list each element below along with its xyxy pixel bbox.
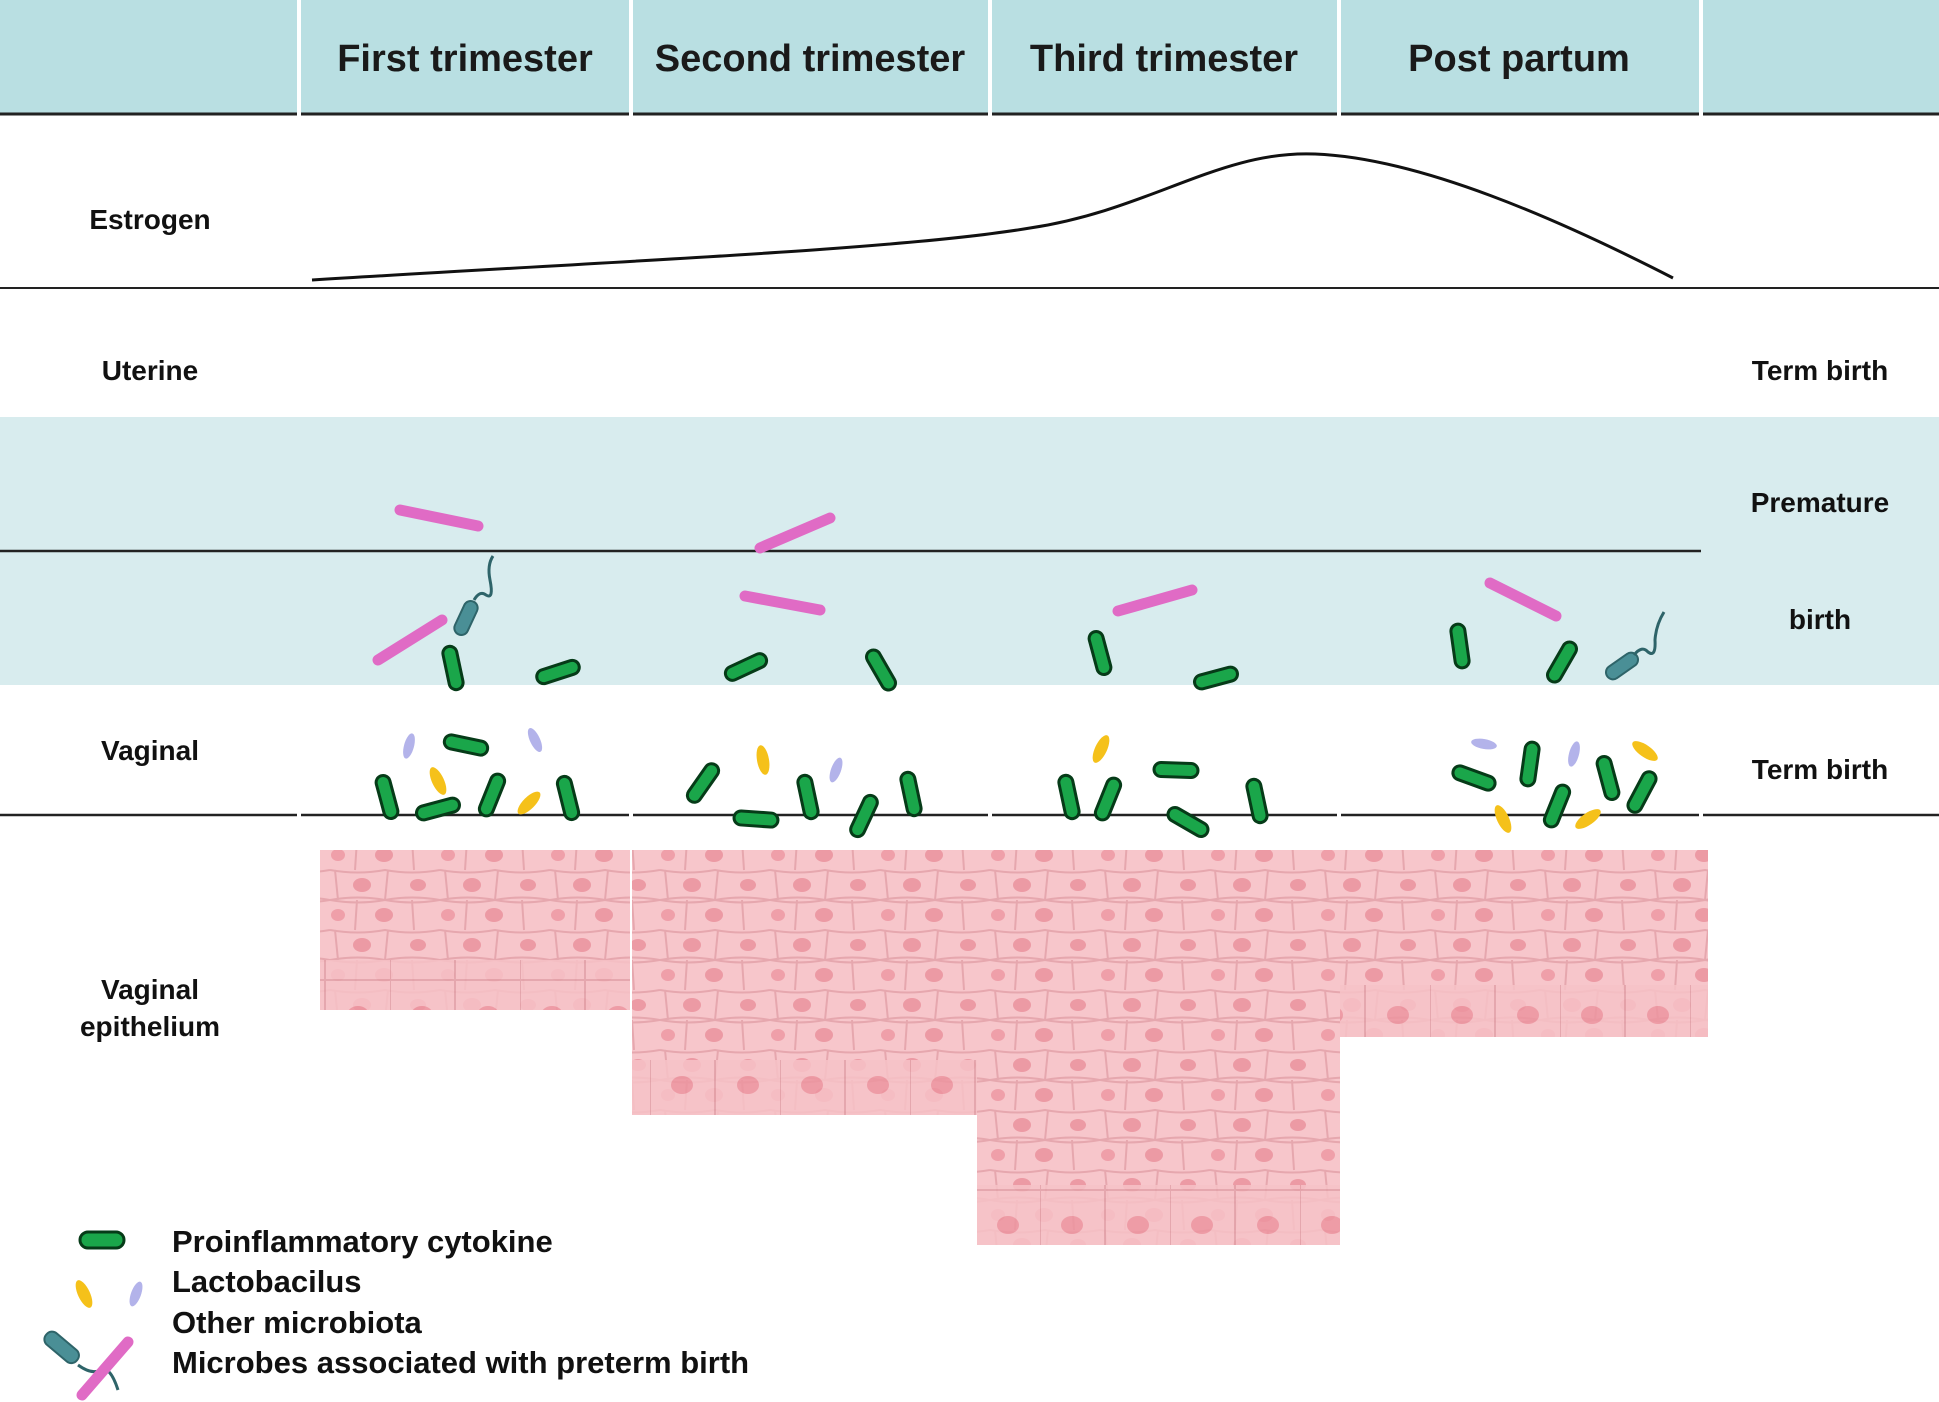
lactobacilus [1092,735,1110,763]
cytokine [555,774,581,822]
other-microbiota-group [403,728,1580,783]
header-second-trimester: Second trimester [655,38,966,80]
cytokine [1166,806,1210,838]
header-band [0,0,1939,116]
cytokine [685,762,721,804]
cytokine [374,774,400,820]
header-first-trimester: First trimester [337,38,593,80]
lactobacilus [1575,809,1601,829]
preterm-rod [1484,577,1562,622]
cytokine [477,772,507,818]
lactobacilus [756,745,770,775]
legend-cytokine-label: Proinflammatory cytokine [172,1224,553,1259]
row-label-vaginal: Vaginal [101,735,199,766]
other-microbiota [403,733,415,759]
outcome-uterine-term-birth: Term birth [1752,355,1888,386]
cytokine [1152,760,1200,780]
legend-preterm-icon [43,1330,134,1401]
cytokine [1093,776,1123,822]
epithelium-basal-second [632,1060,977,1115]
outcome-vaginal-term-birth: Term birth [1752,754,1888,785]
preterm-flagellate [453,555,495,636]
row-label-estrogen: Estrogen [89,204,210,235]
cytokine [1519,740,1541,788]
preterm-rod [739,590,826,616]
header-post-partum: Post partum [1408,38,1630,80]
cytokine [1626,770,1658,814]
outcome-premature-line1: Premature [1751,487,1890,518]
cytokine [1595,755,1621,801]
row-label-epithelium-line2: epithelium [80,1011,220,1042]
outcome-premature-line2: birth [1789,604,1851,635]
preterm-rods [372,504,1562,666]
row-label-epithelium-line1: Vaginal [101,974,199,1005]
lactobacilus [429,767,447,795]
legend-other-microbiota-label: Other microbiota [172,1305,423,1340]
cytokine [1449,622,1471,670]
cytokine [1546,640,1578,684]
legend-preterm-label: Microbes associated with preterm birth [172,1345,749,1380]
epithelium-basal-first [320,960,630,1010]
legend-cytokine-icon [78,1230,126,1250]
legend-lactobacilus-label: Lactobacilus [172,1264,362,1299]
cytokine [865,648,897,692]
epithelium-basal-third [977,1185,1340,1245]
cytokine [796,773,820,821]
header-third-trimester: Third trimester [1030,38,1298,80]
preterm-flagellate [1604,611,1666,681]
epithelium-third-trimester [977,850,1340,1245]
legend: Proinflammatory cytokine Lactobacilus Ot… [43,1224,749,1401]
lactobacilus [517,791,541,815]
cytokine [415,796,461,822]
legend-lactobacilus-icon [75,1280,93,1308]
preterm-rod [1112,584,1198,617]
estrogen-curve [311,152,1674,282]
lactobacilus [1632,741,1658,761]
other-microbiota [527,728,543,752]
row-label-uterine: Uterine [102,355,198,386]
cytokine [1451,764,1497,792]
cytokine [723,652,769,682]
preterm-rod [394,504,484,532]
lactobacilus [1494,805,1512,833]
cytokine [732,809,780,829]
cytokine [441,644,465,692]
cytokine [1193,665,1239,691]
cytokine [1087,630,1113,676]
other-microbiota [829,757,843,783]
legend-other-microbiota-icon [129,1281,143,1307]
cytokine [849,793,879,839]
preterm-rod [372,614,448,666]
epithelium-basal-post [1340,985,1708,1037]
cytokine [535,658,581,686]
cytokine [899,770,923,818]
preterm-rod [754,512,836,554]
cytokines [374,622,1658,839]
lactobacilus-group [429,735,1658,833]
other-microbiota [1568,741,1580,767]
cytokine [1057,773,1081,821]
cytokine [1245,777,1269,825]
cytokine [1542,783,1572,829]
cytokine [442,733,490,757]
other-microbiota [1471,738,1497,750]
preterm-flagellates [453,555,1666,681]
